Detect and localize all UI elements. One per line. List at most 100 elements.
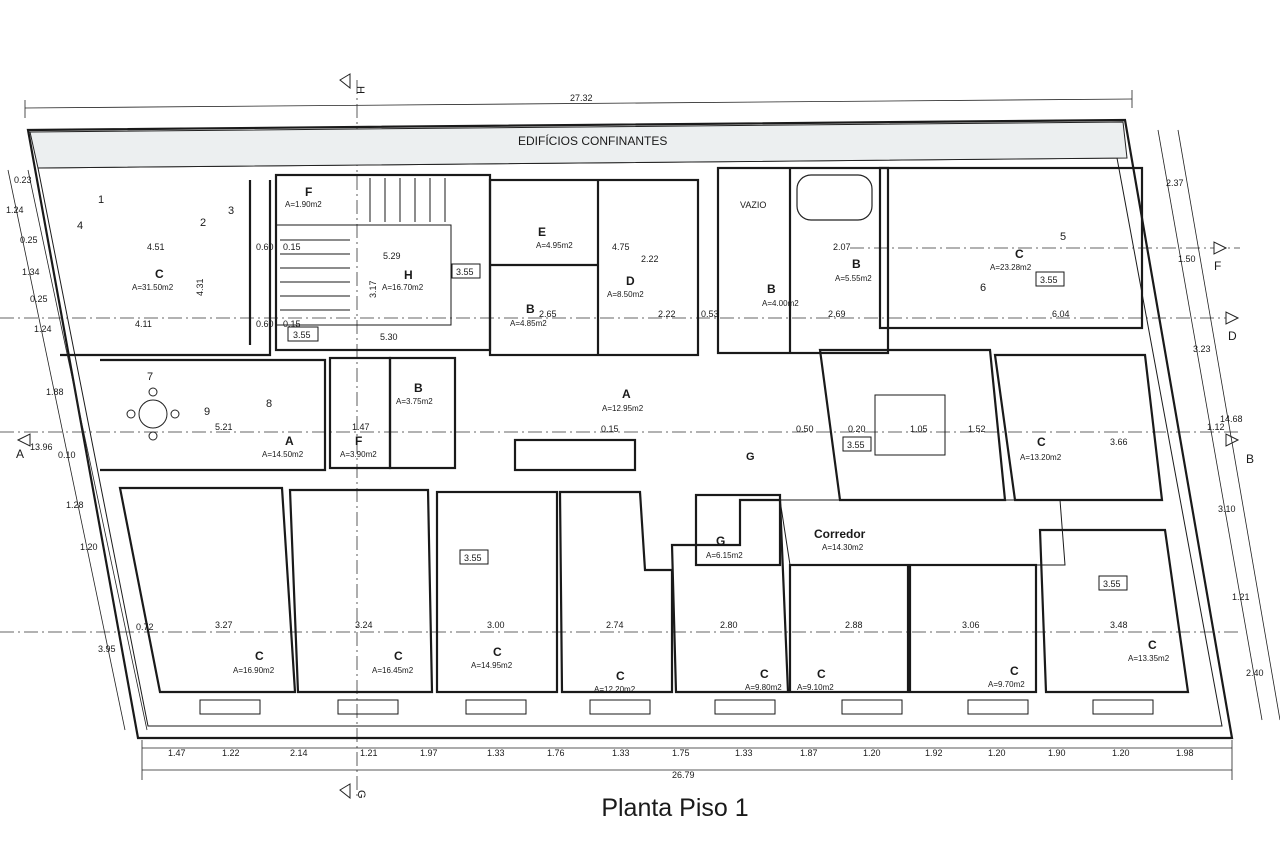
room-letter: B [852,257,861,271]
left-dim: 1.34 [22,267,40,277]
bottom-dim: 1.20 [1112,748,1130,758]
left-dim: 3.95 [98,644,116,654]
room-letter: A [285,434,294,448]
section-label-g: G [355,790,367,799]
room-area: A=9.10m2 [797,683,834,692]
interior-dim: 0.20 [848,424,866,434]
room-letter: C [760,667,769,681]
section-mark-a: A [16,433,31,461]
left-dim: 13.96 [30,442,53,452]
left-dim: 0.25 [30,294,48,304]
furniture-mark: 4 [77,220,83,232]
furniture-mark: 9 [204,406,210,418]
left-dim: 1.20 [80,542,98,552]
room-letter: E [538,225,546,239]
left-dim: 1.24 [6,205,24,215]
room-area: A=9.80m2 [745,683,782,692]
interior-dim: 0.50 [796,424,814,434]
room-area: A=14.95m2 [471,661,513,670]
interior-dim: 0.60 [256,319,274,329]
interior-dim: 0.72 [136,622,154,632]
room-letter: C [394,649,403,663]
bottom-dim: 2.14 [290,748,308,758]
room-area: A=1.90m2 [285,200,322,209]
bottom-dim: 1.98 [1176,748,1194,758]
interior-dim: 3.66 [1110,437,1128,447]
bottom-dim: 1.97 [420,748,438,758]
furniture-mark: 6 [980,282,986,294]
interior-dim: 0.53 [701,309,719,319]
bottom-dim: 1.90 [1048,748,1066,758]
interior-dim: 2.22 [641,254,659,264]
interior-dim: 2.69 [828,309,846,319]
room-area: A=3.75m2 [396,397,433,406]
plan-caption: Planta Piso 1 [601,794,749,822]
interior-dim: 3.48 [1110,620,1128,630]
right-dim: 1.21 [1232,592,1250,602]
room-letter: H [404,268,413,282]
room-area: A=31.50m2 [132,283,174,292]
bottom-dimensions: 1.47 1.22 2.14 1.21 1.97 1.33 1.76 1.33 … [141,740,1233,780]
section-mark-d: D [1225,311,1240,343]
room-area: A=16.90m2 [233,666,275,675]
interior-dim: 5.29 [383,251,401,261]
bottom-dim: 1.22 [222,748,240,758]
furniture-mark: 2 [200,217,206,229]
building-outline [26,118,1234,740]
bottom-dim: 1.33 [612,748,630,758]
interior-dim: 6.04 [1052,309,1070,319]
room-labels: C A=31.50m2 F A=1.90m2 H A=16.70m2 E A=4… [132,185,1170,694]
interior-dim: 3.17 [368,280,378,298]
bottom-dim: 1.21 [360,748,378,758]
level-tag: 3.55 [293,330,311,340]
furniture-mark: 1 [98,194,104,206]
room-area: A=13.35m2 [1128,654,1170,663]
room-letter: B [414,381,423,395]
bottom-dim: 1.33 [735,748,753,758]
room-area: A=16.70m2 [382,283,424,292]
interior-dim: 1.52 [968,424,986,434]
room-area: A=14.50m2 [262,450,304,459]
neighbouring-buildings-band: EDIFÍCIOS CONFINANTES [29,121,1128,169]
left-dim: 0.10 [58,450,76,460]
interior-dim: 0.15 [283,319,301,329]
room-area: A=12.95m2 [602,404,644,413]
room-letter: C [1148,638,1157,652]
interior-walls [60,166,1190,694]
section-mark-b: B [1225,433,1254,466]
bottom-dim: 1.75 [672,748,690,758]
room-letter: C [817,667,826,681]
level-tag: 3.55 [456,267,474,277]
interior-dim: 4.75 [612,242,630,252]
interior-dim: 4.11 [135,319,152,329]
right-dim: 3.10 [1218,504,1236,514]
bottom-dim: 1.92 [925,748,943,758]
interior-dim: 2.88 [845,620,863,630]
toilet-mark: G [746,451,755,463]
right-dim: 2.40 [1246,668,1264,678]
room-area: A=6.15m2 [706,551,743,560]
room-area: A=4.85m2 [510,319,547,328]
right-dim: 2.37 [1166,178,1184,188]
level-tag: 3.55 [464,553,482,563]
interior-dim: 2.65 [539,309,557,319]
bathtub-icon [796,174,873,221]
bottom-windows [199,699,1154,715]
right-dim: 14.68 [1220,414,1243,424]
furniture-markers: 1 2 3 4 5 6 7 8 9 [77,194,1066,418]
room-letter: B [767,282,776,296]
section-label-b: B [1246,452,1254,466]
left-dim: 0.23 [14,175,32,185]
room-area: A=12.20m2 [594,685,636,694]
right-dimensions: 2.37 1.50 3.23 1.12 3.10 1.21 2.40 14.68 [1157,129,1280,721]
room-area: A=5.55m2 [835,274,872,283]
interior-dim: 1.47 [352,422,370,432]
left-dim: 1.24 [34,324,52,334]
section-label-f: F [1214,259,1221,273]
room-area: A=4.95m2 [536,241,573,250]
room-area: A=3.90m2 [340,450,377,459]
interior-dim: 2.80 [720,620,738,630]
room-letter: C [493,645,502,659]
interior-dim: 2.74 [606,620,624,630]
